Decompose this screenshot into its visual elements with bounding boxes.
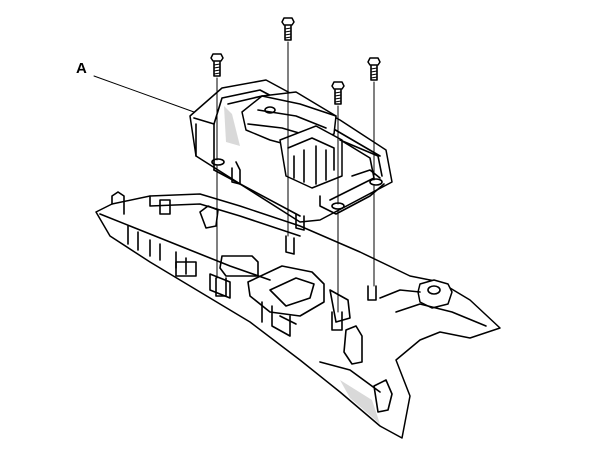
callout-leader-line [93, 75, 195, 113]
alignment-lines [216, 41, 375, 313]
mounting-bracket [95, 191, 501, 439]
callout-label-a: A [76, 60, 87, 77]
screw [281, 17, 295, 41]
screw [367, 57, 381, 81]
screw [210, 53, 224, 77]
screw [331, 81, 345, 105]
control-module [189, 79, 393, 231]
